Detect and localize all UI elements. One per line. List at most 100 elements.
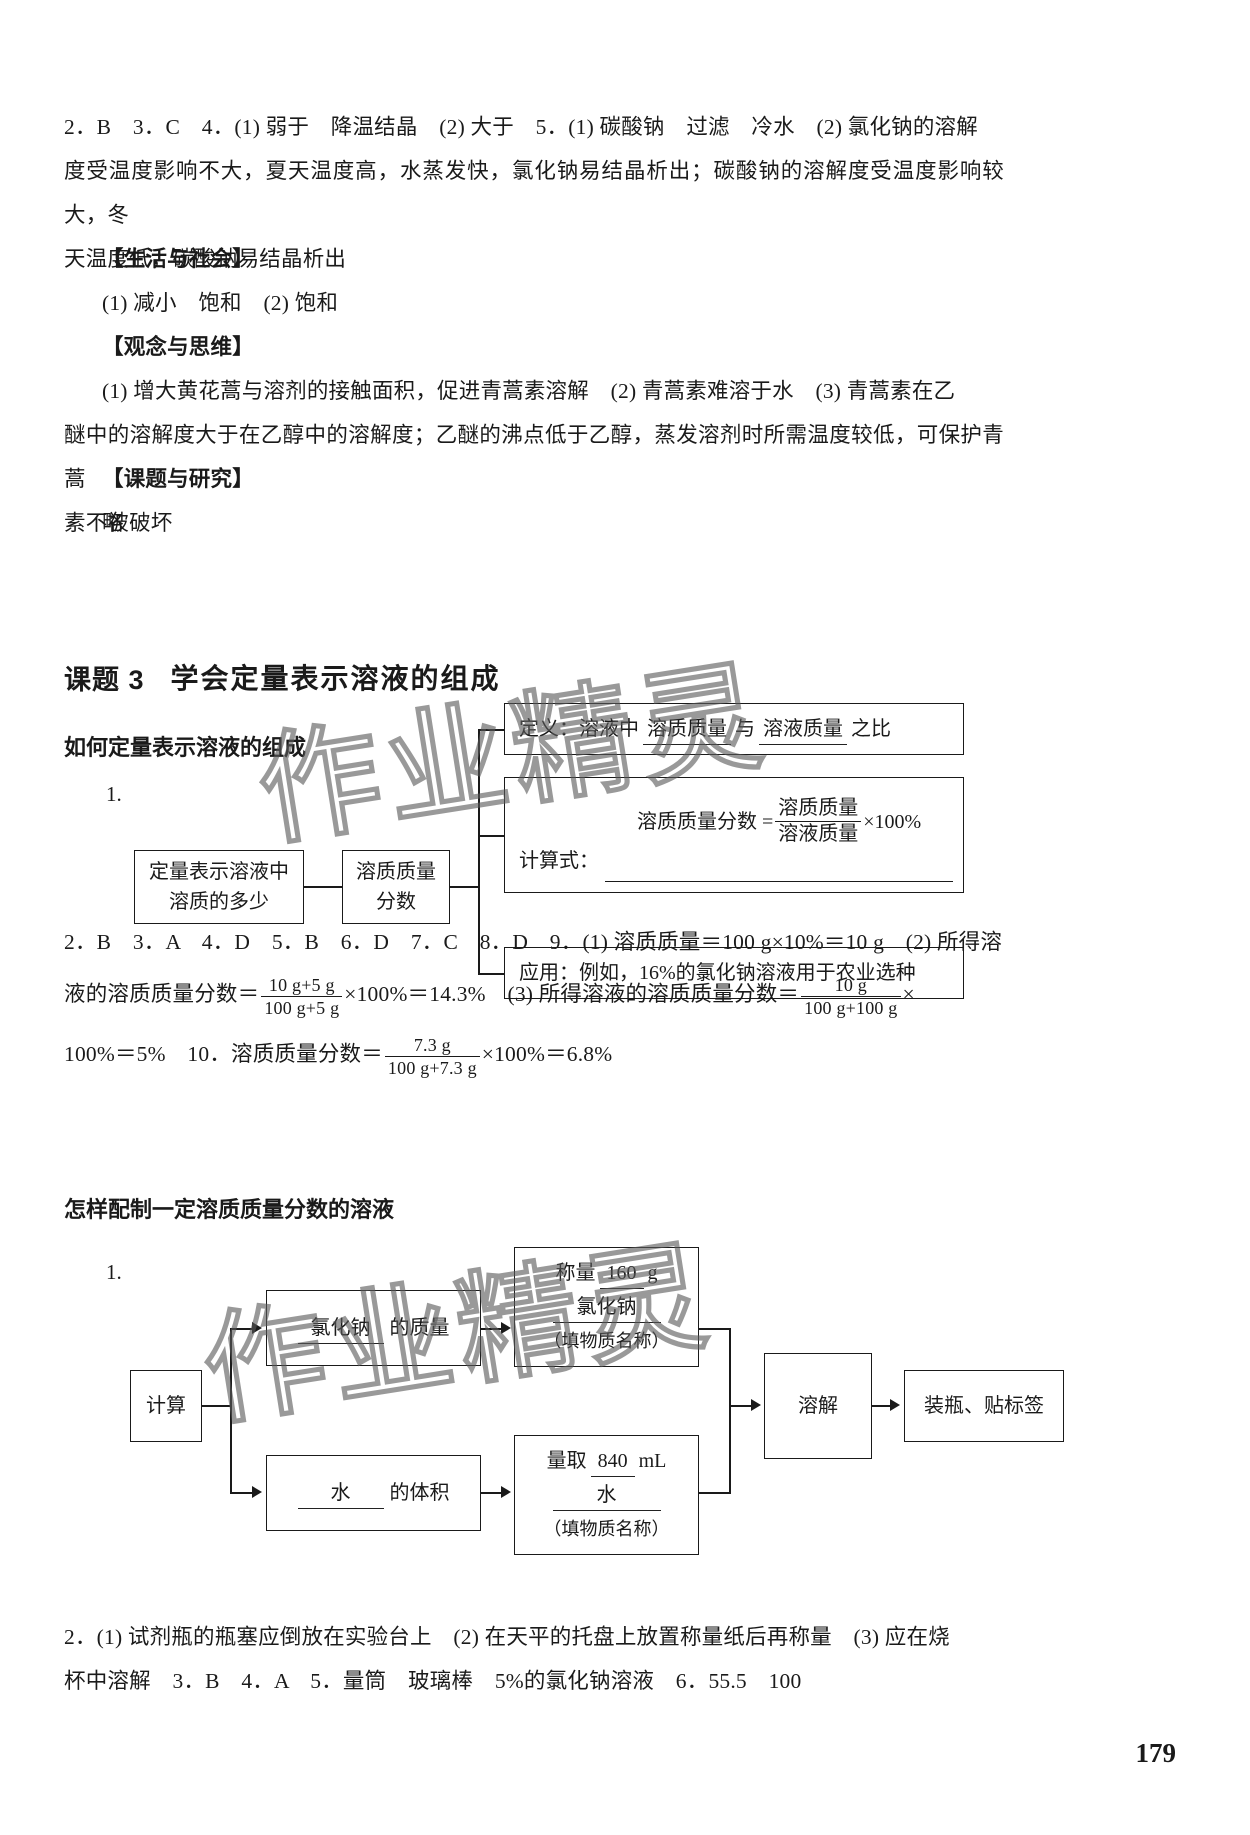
flowchart2-arrowhead-weigh — [501, 1322, 511, 1334]
section-life-and-society: 【生活与社会】 (1) 减小 饱和 (2) 饱和 — [64, 237, 1004, 325]
flowchart1-stub-calc — [478, 835, 504, 837]
measure-label: 量取 — [546, 1450, 587, 1472]
flowchart1-box-left-label: 定量表示溶液中 溶质的多少 — [149, 861, 289, 913]
concept-heading: 【观念与思维】 — [102, 335, 254, 359]
flowchart-prepare-solution: 1. 计算 氯化钠 的质量 水 的体积 — [64, 1247, 1064, 1570]
answers-mid-fraction-2: 10 g 100 g+100 g — [801, 974, 901, 1019]
flowchart1-box-definition: 定义：溶液中 溶质质量 与 溶液质量 之比 — [504, 703, 964, 755]
flowchart1-connector-left-mid — [304, 886, 342, 888]
section-topic-and-research: 【课题与研究】 略 — [64, 457, 1004, 545]
flowchart1-box-mid-label: 溶质质量 分数 — [356, 861, 436, 913]
subsection-2-heading: 怎样配制一定溶质质量分数的溶液 — [64, 1197, 395, 1222]
formula-numerator: 溶质质量 — [775, 796, 862, 822]
flowchart-2-item-number: 1. — [106, 1260, 122, 1284]
flowchart2-split-h — [202, 1405, 232, 1407]
answers-mid-line2: 液的溶质质量分数＝ 10 g+5 g 100 g+5 g ×100%＝14.3%… — [64, 964, 1004, 1024]
flowchart2-box-dissolve: 溶解 — [764, 1353, 872, 1459]
calc-answer-rule — [605, 880, 953, 882]
flowchart2-arrow-line-bottle — [872, 1405, 894, 1407]
fraction-1-denominator: 100 g+5 g — [264, 997, 340, 1018]
measure-hint: （填物质名称） — [543, 1519, 670, 1539]
weigh-hint: （填物质名称） — [543, 1331, 670, 1351]
flowchart-solute-mass-fraction: 1. 定量表示溶液中 溶质的多少 溶质质量 分数 定义：溶液中 溶质质量 与 溶… — [64, 703, 1004, 999]
measure-substance: 水 — [552, 1480, 661, 1511]
flowchart2-box-nacl-mass: 氯化钠 的质量 — [266, 1290, 481, 1366]
page-number: 179 — [1135, 1738, 1177, 1768]
answers-mid-line2-prefix: 液的溶质质量分数＝ — [64, 982, 260, 1006]
answers-mid-fraction-1: 10 g+5 g 100 g+5 g — [261, 974, 343, 1019]
flowchart2-merge-bottom — [699, 1492, 731, 1494]
concept-line3: 素不被破坏 — [64, 511, 173, 535]
lesson-title: 学会定量表示溶液的组成 — [170, 663, 501, 694]
life-heading: 【生活与社会】 — [102, 247, 254, 271]
flowchart1-box-calculation: 计算式： 溶质质量分数 = 溶质质量 溶液质量 ×100% — [504, 777, 964, 893]
definition-conjunction: 与 — [735, 717, 755, 740]
concept-line2: 醚中的溶解度大于在乙醇中的溶解度；乙醚的沸点低于乙醇，蒸发溶剂时所需温度较低，可… — [64, 423, 1004, 491]
measure-value: 840 — [590, 1446, 635, 1477]
subsection-2: 怎样配制一定溶质质量分数的溶液 — [64, 1192, 394, 1224]
definition-label: 定义：溶液中 — [519, 717, 639, 740]
answers-mid-line2-mid: ×100%＝14.3% (3) 所得溶液的溶质质量分数＝ — [344, 982, 800, 1006]
flowchart2-branch-top — [230, 1328, 258, 1330]
calc-label: 计算式： — [519, 850, 599, 872]
fraction-2-numerator: 10 g — [801, 974, 901, 997]
flowchart-1-item-number: 1. — [106, 782, 122, 806]
lesson-number: 课题 3 — [64, 664, 145, 695]
answers-mid-line3-prefix: 100%＝5% 10．溶质质量分数＝ — [64, 1042, 383, 1066]
flowchart2-box-weigh: 称量 160 g 氯化钠 （填物质名称） — [514, 1247, 699, 1367]
water-volume-suffix: 的体积 — [389, 1481, 450, 1504]
flowchart1-spine — [478, 729, 480, 975]
answers-mid-line3-tail: ×100%＝6.8% — [481, 1042, 613, 1066]
answers-mid-line2-tail: × — [902, 982, 915, 1006]
research-answer: 略 — [102, 511, 124, 535]
section-concept-and-thinking: 【观念与思维】 (1) 增大黄花蒿与溶剂的接触面积，促进青蒿素溶解 (2) 青蒿… — [64, 325, 1004, 545]
subsection-1-heading: 如何定量表示溶液的组成 — [64, 735, 307, 760]
answers-bottom-line2: 杯中溶解 3．B 4．A 5．量筒 玻璃棒 5%的氯化钠溶液 6．55.5 10… — [64, 1669, 802, 1693]
flowchart1-box-left: 定量表示溶液中 溶质的多少 — [134, 850, 304, 924]
fraction-3-numerator: 7.3 g — [384, 1034, 480, 1057]
answers-mid-block: 2．B 3．A 4．D 5．B 6．D 7．C 8．D 9．(1) 溶质质量＝1… — [64, 920, 1004, 1084]
flowchart2-arrowhead-bottle — [890, 1399, 900, 1411]
bottle-label: 装瓶、贴标签 — [924, 1395, 1044, 1417]
weigh-substance: 氯化钠 — [552, 1292, 661, 1323]
answers-top-line2: 度受温度影响不大，夏天温度高，水蒸发快，氯化钠易结晶析出；碳酸钠的溶解度受温度影… — [64, 159, 1004, 227]
formula-denominator: 溶液质量 — [778, 823, 859, 845]
life-answer: (1) 减小 饱和 (2) 饱和 — [102, 291, 339, 315]
formula-tail: ×100% — [863, 810, 922, 833]
flowchart2-merge-v — [729, 1328, 731, 1493]
answers-top-line1: 2．B 3．C 4．(1) 弱于 降温结晶 (2) 大于 5．(1) 碳酸钠 过… — [64, 115, 978, 139]
flowchart2-arrow-line-measure — [481, 1492, 505, 1494]
answers-mid-fraction-3: 7.3 g 100 g+7.3 g — [384, 1034, 480, 1079]
answers-top-block: 2．B 3．C 4．(1) 弱于 降温结晶 (2) 大于 5．(1) 碳酸钠 过… — [64, 105, 1004, 281]
application-text: 应用：例如，16%的氯化钠溶液用于农业选种 — [519, 962, 916, 984]
flowchart2-merge-top — [699, 1328, 731, 1330]
fraction-3-denominator: 100 g+7.3 g — [387, 1057, 477, 1078]
flowchart2-arrow-line-weigh — [481, 1328, 505, 1330]
flowchart2-arrowhead-top — [252, 1322, 262, 1334]
flowchart1-stub-def — [478, 729, 504, 731]
measure-unit: mL — [638, 1450, 667, 1472]
definition-tail: 之比 — [851, 717, 891, 740]
definition-blank-1: 溶质质量 — [643, 714, 731, 745]
answers-bottom-block: 2．(1) 试剂瓶的瓶塞应倒放在实验台上 (2) 在天平的托盘上放置称量纸后再称… — [64, 1615, 1004, 1703]
flowchart2-box-bottle-label: 装瓶、贴标签 — [904, 1370, 1064, 1442]
flowchart1-box-mid: 溶质质量 分数 — [342, 850, 450, 924]
answers-bottom-line1: 2．(1) 试剂瓶的瓶塞应倒放在实验台上 (2) 在天平的托盘上放置称量纸后再称… — [64, 1625, 950, 1649]
flowchart2-arrowhead-bottom — [252, 1486, 262, 1498]
flowchart2-arrowhead-measure — [501, 1486, 511, 1498]
weigh-unit: g — [647, 1262, 658, 1284]
flowchart2-branch-bottom — [230, 1492, 258, 1494]
flowchart1-stub-apply — [478, 973, 504, 975]
flowchart2-calculate-label: 计算 — [146, 1395, 186, 1417]
flowchart2-box-calculate: 计算 — [130, 1370, 202, 1442]
subsection-1: 如何定量表示溶液的组成 — [64, 730, 306, 762]
definition-blank-2: 溶液质量 — [759, 714, 847, 745]
water-blank: 水 — [297, 1478, 384, 1509]
formula-fraction: 溶质质量 溶液质量 — [775, 796, 862, 847]
flowchart1-connector-mid-spine — [450, 886, 478, 888]
flowchart2-merge-to-dissolve — [729, 1405, 757, 1407]
dissolve-label: 溶解 — [798, 1395, 838, 1417]
nacl-blank: 氯化钠 — [297, 1313, 384, 1344]
flowchart2-box-water-volume: 水 的体积 — [266, 1455, 481, 1531]
